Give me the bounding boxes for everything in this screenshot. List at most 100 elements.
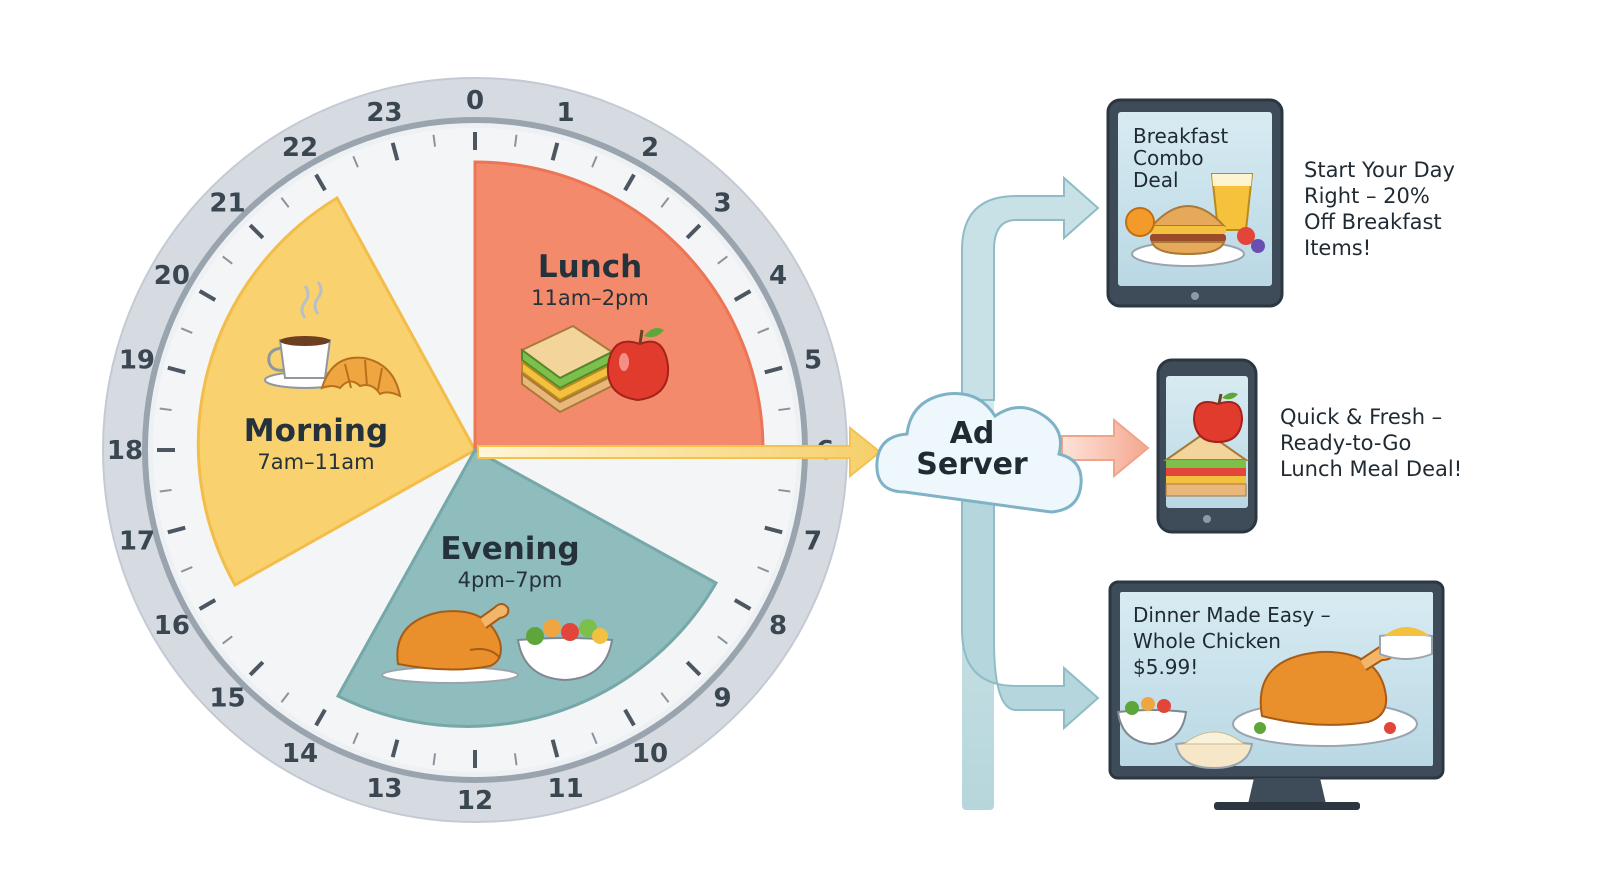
- tablet-ad-line3: Deal: [1133, 168, 1179, 192]
- phone-caption-line3: Lunch Meal Deal!: [1280, 457, 1462, 481]
- monitor-ad-line2: Whole Chicken: [1133, 629, 1281, 653]
- morning-title: Morning: [244, 413, 388, 449]
- clock-hour-label: 5: [804, 345, 822, 375]
- clock-minor-tick: [352, 732, 359, 745]
- mashed-potato-bowl-icon: [1174, 731, 1254, 770]
- lunch-title: Lunch: [538, 249, 642, 285]
- lunch-time: 11am–2pm: [531, 286, 649, 310]
- clock-tick: [167, 525, 186, 535]
- roast-chicken-icon: [381, 603, 519, 684]
- clock-minor-tick: [352, 155, 359, 168]
- tablet-ad-line2: Combo: [1133, 146, 1204, 170]
- clock-hour-label: 23: [366, 98, 402, 128]
- clock-hour-label: 17: [119, 527, 155, 557]
- clock-minor-tick: [222, 255, 233, 265]
- clock-ticks: [157, 132, 793, 768]
- clock-hour-label: 7: [804, 527, 822, 557]
- cloud-icon: [875, 391, 1083, 514]
- clock-tick: [167, 365, 186, 375]
- clock-tick: [623, 708, 636, 727]
- clock-minor-tick: [159, 488, 172, 493]
- clock-minor-tick: [660, 197, 670, 208]
- monitor-salad-bowl-icon: [1116, 697, 1188, 746]
- mac-cheese-bowl-icon: [1379, 627, 1433, 660]
- apple-icon: [606, 328, 670, 402]
- clock-hour-label: 4: [769, 261, 787, 291]
- segment-morning: [196, 195, 478, 588]
- clock-minor-tick: [180, 327, 193, 334]
- clock-minor-tick: [513, 134, 518, 147]
- clock-minor-tick: [591, 732, 598, 745]
- croissant-icon: [320, 356, 402, 398]
- clock-tick: [685, 660, 702, 677]
- clock-minor-tick: [180, 566, 193, 573]
- evening-time: 4pm–7pm: [458, 568, 563, 592]
- clock-minor-tick: [432, 134, 437, 147]
- phone-sandwich-icon: [1162, 430, 1250, 497]
- clock-hour-label: 8: [769, 611, 787, 641]
- tablet-caption-line2: Right – 20%: [1304, 184, 1430, 208]
- clock-hour-label: 10: [632, 739, 668, 769]
- monitor-ad-line3: $5.99!: [1133, 655, 1198, 679]
- clock-minor-tick: [159, 407, 172, 412]
- tablet-ad-line1: Breakfast: [1133, 124, 1228, 148]
- clock-minor-tick: [280, 197, 290, 208]
- monitor-chicken-icon: [1232, 643, 1418, 747]
- clock-minor-tick: [757, 566, 770, 573]
- clock-hour-label: 0: [466, 86, 484, 116]
- clock-hour-label: 15: [209, 683, 245, 713]
- clock-tick: [314, 173, 327, 192]
- server-branch-arrows: [961, 175, 1150, 810]
- phone-apple-icon: [1192, 392, 1244, 444]
- clock-hour-label: 20: [154, 261, 190, 291]
- coffee-cup-icon: [264, 281, 346, 389]
- tablet-caption-line3: Off Breakfast: [1304, 210, 1442, 234]
- clock-tick: [314, 708, 327, 727]
- clock-hour-label: 19: [119, 345, 155, 375]
- clock-minor-tick: [280, 692, 290, 703]
- clock-minor-tick: [660, 692, 670, 703]
- ad-server-label-line1: Ad: [950, 416, 995, 451]
- clock-hour-label: 13: [366, 774, 402, 804]
- clock-tick: [550, 739, 560, 758]
- clock-tick: [764, 525, 783, 535]
- clock-tick: [198, 598, 217, 611]
- clock-tick: [623, 173, 636, 192]
- clock-hour-label: 21: [209, 189, 245, 219]
- time-to-server-arrow: [477, 425, 882, 479]
- tablet-caption-line4: Items!: [1304, 236, 1371, 260]
- clock-minor-tick: [717, 255, 728, 265]
- tablet-caption-line1: Start Your Day: [1304, 158, 1455, 182]
- clock-tick: [764, 365, 783, 375]
- burger-icon: [1125, 205, 1265, 267]
- clock-hour-label: 11: [547, 774, 583, 804]
- morning-time: 7am–11am: [257, 450, 374, 474]
- clock-hour-label: 1: [557, 98, 575, 128]
- evening-title: Evening: [440, 531, 579, 567]
- clock-hour-label: 12: [457, 786, 493, 816]
- clock-hour-labels: 01234567891011121314151617181920212223: [107, 86, 834, 816]
- phone-caption-line2: Ready-to-Go: [1280, 431, 1411, 455]
- clock-tick: [390, 142, 400, 161]
- clock-hour-label: 14: [282, 739, 318, 769]
- phone-caption-line1: Quick & Fresh –: [1280, 405, 1442, 429]
- clock-minor-tick: [591, 155, 598, 168]
- clock-hour-label: 22: [282, 133, 318, 163]
- clock-tick: [198, 289, 217, 302]
- clock-tick: [733, 289, 752, 302]
- clock-minor-tick: [778, 488, 791, 493]
- clock-minor-tick: [222, 635, 233, 645]
- clock-hour-label: 18: [107, 436, 143, 466]
- clock-tick: [390, 739, 400, 758]
- clock-tick: [550, 142, 560, 161]
- clock-hour-label: 3: [713, 189, 731, 219]
- ad-server-label-line2: Server: [916, 447, 1028, 482]
- clock-tick: [248, 660, 265, 677]
- clock-minor-tick: [513, 753, 518, 766]
- clock-tick: [733, 598, 752, 611]
- clock-hour-label: 9: [713, 683, 731, 713]
- clock-tick: [248, 223, 265, 240]
- clock-minor-tick: [432, 753, 437, 766]
- clock-minor-tick: [717, 635, 728, 645]
